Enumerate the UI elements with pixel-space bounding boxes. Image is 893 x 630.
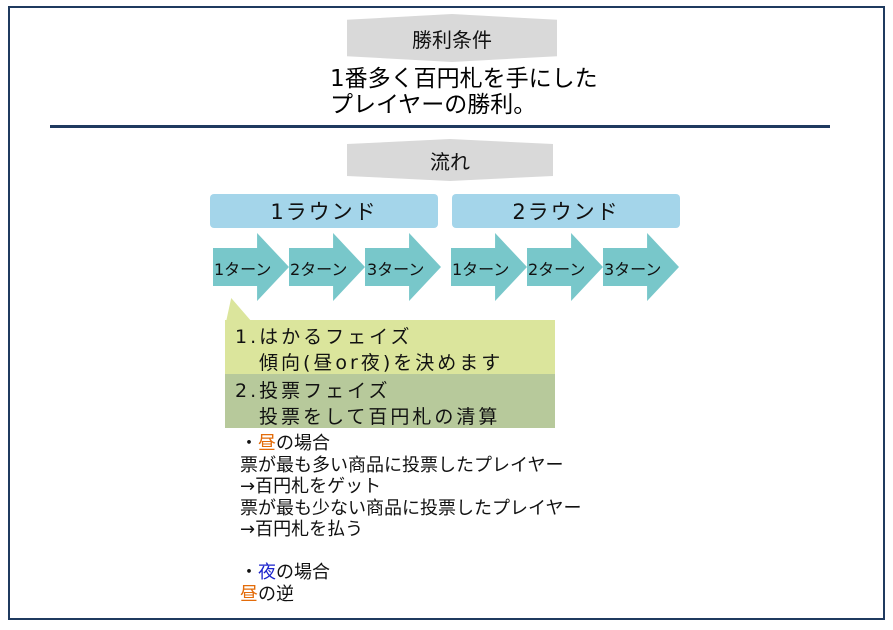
bullet: ・ (240, 433, 258, 454)
note-line: 票が最も少ない商品に投票したプレイヤー (240, 497, 582, 519)
victory-heading: 勝利条件 (347, 14, 557, 62)
round-2: 2ラウンド (452, 194, 680, 228)
night-heading: ・夜の場合 (240, 562, 581, 584)
night-line-suffix: の逆 (258, 583, 294, 605)
note-line: 票が最も多い商品に投票したプレイヤー (240, 454, 564, 476)
turn-label: 2ターン (528, 260, 586, 279)
phase-1-desc: 傾向(昼or夜)を決めます (259, 352, 504, 374)
slide-frame (8, 6, 885, 620)
turn-label: 1ターン (452, 260, 510, 279)
bullet: ・ (240, 562, 258, 583)
phase-2-title: 2.投票フェイズ (235, 380, 391, 402)
turn-label: 3ターン (604, 260, 662, 279)
night-word: 夜 (258, 562, 276, 583)
day-suffix: の場合 (276, 433, 330, 454)
phase-1-title: 1.はかるフェイズ (235, 326, 413, 348)
night-suffix: の場合 (276, 562, 330, 583)
phase-1-box: 1.はかるフェイズ 傾向(昼or夜)を決めます (225, 320, 555, 374)
note-line: →百円札をゲット (240, 476, 382, 497)
rules-notes: ・昼の場合 票が最も多い商品に投票したプレイヤー →百円札をゲット 票が最も少な… (240, 433, 581, 605)
turn-label: 2ターン (290, 260, 348, 279)
phase-2-desc: 投票をして百円札の清算 (259, 406, 501, 428)
turn-label: 1ターン (214, 260, 272, 279)
night-line: 昼の逆 (240, 584, 581, 606)
day-heading: ・昼の場合 (240, 433, 581, 455)
round-1: 1ラウンド (210, 194, 438, 228)
day-word: 昼 (240, 583, 258, 605)
victory-text: 1番多く百円札を手にした プレイヤーの勝利。 (330, 66, 598, 118)
turn-label: 3ターン (367, 260, 425, 279)
flow-heading: 流れ (347, 139, 553, 181)
phase-2-box: 2.投票フェイズ 投票をして百円札の清算 (225, 374, 555, 428)
victory-line: 1番多く百円札を手にした (330, 66, 598, 92)
victory-line: プレイヤーの勝利。 (330, 92, 537, 118)
note-line: →百円札を払う (240, 519, 364, 540)
divider (50, 125, 830, 128)
day-word: 昼 (258, 433, 276, 454)
